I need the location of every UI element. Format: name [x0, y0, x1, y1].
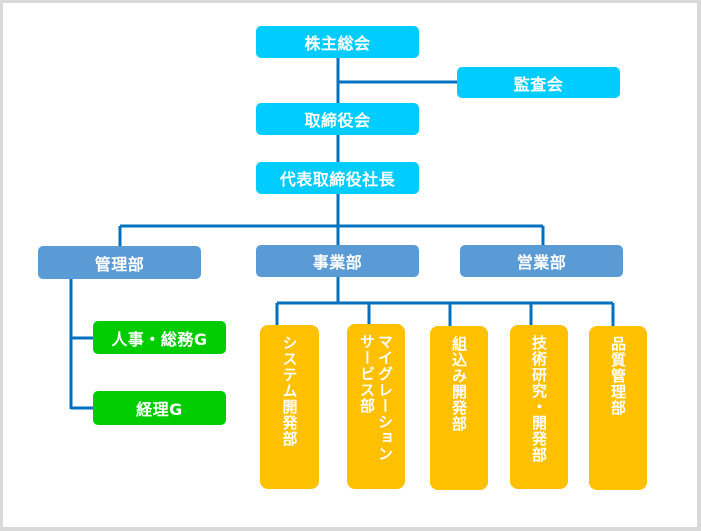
- hr-general-affairs-group-box: 人事・総務G: [93, 321, 226, 354]
- division-label: 品質管理部: [609, 336, 627, 416]
- admin-department-box: 管理部: [38, 246, 201, 279]
- division-label: 技術研究・開発部: [530, 335, 548, 463]
- sales-department-box: 営業部: [460, 245, 623, 277]
- rnd-division-box: 技術研究・開発部: [510, 325, 568, 489]
- shareholders-meeting-box: 株主総会: [256, 26, 419, 58]
- accounting-group-box: 経理G: [93, 391, 226, 425]
- board-of-directors-box: 取締役会: [256, 103, 419, 135]
- division-label: マイグレーション サービス部: [358, 334, 394, 462]
- embedded-development-division-box: 組込み開発部: [430, 326, 488, 490]
- migration-service-division-box: マイグレーション サービス部: [347, 324, 405, 489]
- division-label: 組込み開発部: [450, 336, 468, 432]
- system-development-division-box: システム開発部: [260, 325, 319, 489]
- president-box: 代表取締役社長: [256, 162, 419, 194]
- division-label: システム開発部: [280, 335, 299, 447]
- business-department-box: 事業部: [256, 245, 419, 277]
- quality-management-division-box: 品質管理部: [589, 326, 647, 490]
- audit-board-box: 監査会: [457, 67, 620, 98]
